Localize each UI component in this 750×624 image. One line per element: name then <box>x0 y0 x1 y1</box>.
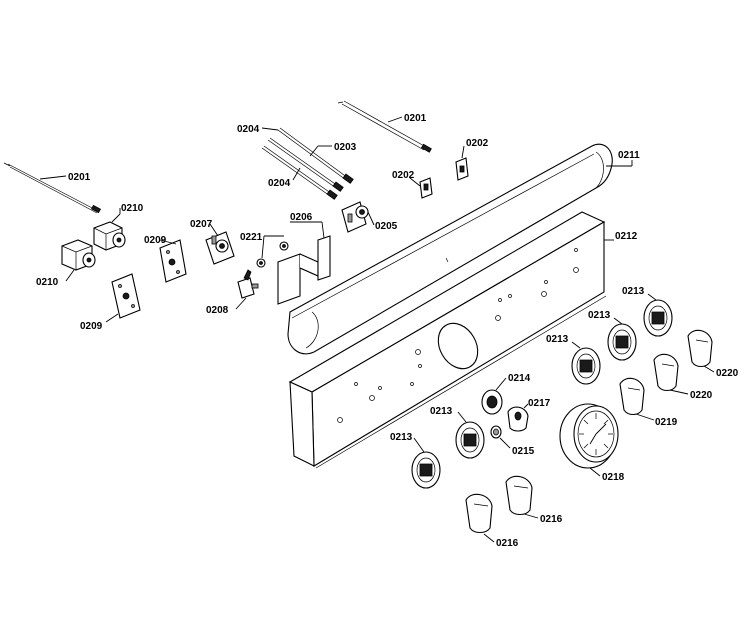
switch-0205 <box>341 201 369 233</box>
callout-0220-left: 0220 <box>690 390 713 401</box>
callout-0206: 0206 <box>290 212 313 223</box>
control-panel-0212 <box>288 211 607 469</box>
switch-0207 <box>205 231 235 265</box>
clip-0202-lower <box>419 177 433 199</box>
board-0209-upper <box>159 239 187 283</box>
callout-0213-b: 0213 <box>588 310 611 321</box>
callout-0207: 0207 <box>190 219 213 230</box>
callout-0203: 0203 <box>334 142 357 153</box>
switch-0210-lower <box>61 239 96 271</box>
knob-0213-top-right <box>643 299 673 337</box>
callout-0211: 0211 <box>618 150 640 161</box>
bezel-0214 <box>481 389 503 415</box>
switch-0210-upper <box>93 221 126 251</box>
callout-0213-c: 0213 <box>546 334 569 345</box>
knob-0213-left <box>411 451 441 489</box>
knob-0213-mid-right <box>607 323 637 361</box>
callout-0220-right: 0220 <box>716 368 739 379</box>
callout-0202-upper: 0202 <box>466 138 489 149</box>
bracket-0206 <box>277 235 331 305</box>
knob-0213-mid <box>571 347 601 385</box>
knob-0216-left <box>465 493 493 534</box>
knob-0216-right <box>505 475 533 516</box>
callout-0218: 0218 <box>602 472 625 483</box>
callout-0209-upper: 0209 <box>144 235 167 246</box>
heating-rods-0203-0204 <box>261 127 354 200</box>
board-0209-lower <box>111 273 141 319</box>
callout-0215: 0215 <box>512 446 535 457</box>
callout-0217: 0217 <box>528 398 551 409</box>
knob-0220-left <box>653 353 679 392</box>
callout-0204-upper: 0204 <box>237 124 260 135</box>
callout-0210-upper: 0210 <box>121 203 144 214</box>
callout-0209-lower: 0209 <box>80 321 103 332</box>
callout-0216-right: 0216 <box>540 514 563 525</box>
callout-0210-lower: 0210 <box>36 277 59 288</box>
callout-0216-left: 0216 <box>496 538 519 549</box>
nut-0221-b <box>279 241 289 251</box>
callout-0214: 0214 <box>508 373 531 384</box>
callout-0213-d: 0213 <box>430 406 453 417</box>
callout-0221: 0221 <box>240 232 263 243</box>
knob-0213-center <box>455 421 485 459</box>
callout-0201-right: 0201 <box>404 113 427 124</box>
nut-0221 <box>256 258 266 268</box>
spacer-0215 <box>490 425 502 439</box>
wire-0201-right <box>337 100 432 153</box>
wire-0201-left <box>3 162 102 214</box>
toggle-switch-0208 <box>237 269 259 299</box>
knob-0220-right <box>687 329 713 368</box>
knob-0219 <box>619 377 645 416</box>
callout-0204-lower: 0204 <box>268 178 291 189</box>
knob-0217 <box>507 406 529 432</box>
clip-0202-upper <box>455 157 469 181</box>
callout-0212: 0212 <box>615 231 638 242</box>
callout-0208: 0208 <box>206 305 229 316</box>
callout-0213-a: 0213 <box>622 286 645 297</box>
callout-0202-lower: 0202 <box>392 170 415 181</box>
callout-0201-left: 0201 <box>68 172 91 183</box>
callout-0213-e: 0213 <box>390 432 413 443</box>
callout-0219: 0219 <box>655 417 678 428</box>
callout-0205: 0205 <box>375 221 398 232</box>
timer-dial-0218 <box>559 403 619 469</box>
trim-bar-0211 <box>287 143 613 355</box>
